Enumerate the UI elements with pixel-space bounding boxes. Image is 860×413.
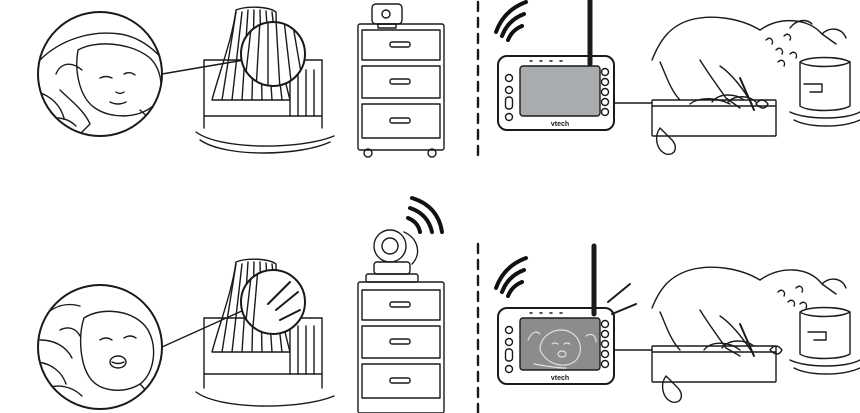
parent-cooking-scene-2 bbox=[652, 267, 860, 402]
vtech-logo: vtech bbox=[551, 121, 569, 128]
cradle bbox=[196, 7, 334, 153]
crying-baby-closeup bbox=[38, 285, 162, 410]
zoom-connector-line bbox=[162, 60, 244, 74]
nightstand bbox=[358, 24, 444, 157]
alert-lines-icon bbox=[608, 284, 636, 314]
parent-monitor-on: vtech bbox=[498, 246, 636, 384]
parent-cooking-scene bbox=[652, 17, 860, 154]
nightstand-2 bbox=[358, 282, 444, 413]
signal-waves-camera-icon bbox=[408, 198, 442, 232]
panel-top: vtech bbox=[38, 0, 860, 162]
sleeping-baby-closeup bbox=[38, 12, 165, 140]
zoom-connector-line-2 bbox=[162, 310, 244, 347]
vtech-logo-2: vtech bbox=[551, 375, 569, 382]
panel-bottom: vtech bbox=[38, 198, 860, 413]
signal-waves-icon bbox=[496, 2, 526, 40]
baby-camera-2 bbox=[366, 230, 418, 282]
signal-waves-monitor-icon bbox=[496, 258, 526, 296]
cradle-2 bbox=[196, 259, 334, 406]
